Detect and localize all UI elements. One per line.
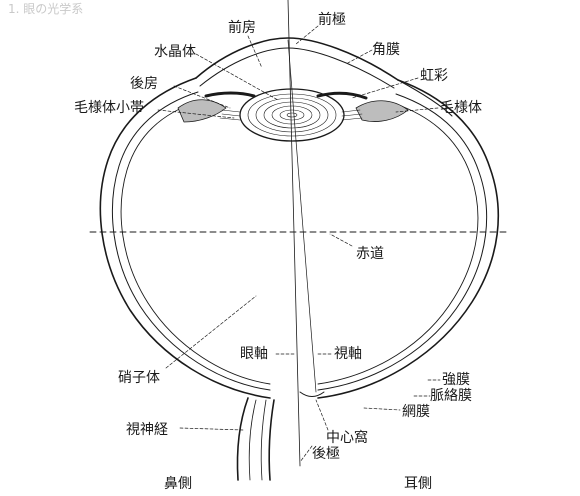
- label-optic-nerve: 視神経: [126, 422, 168, 438]
- label-cornea: 角膜: [372, 42, 400, 58]
- label-anterior-chamber: 前房: [228, 20, 256, 36]
- label-anterior-pole: 前極: [318, 12, 346, 28]
- label-posterior-pole: 後極: [312, 446, 340, 462]
- label-vitreous-body: 硝子体: [118, 370, 160, 386]
- label-zonule: 毛様体小帯: [74, 100, 144, 116]
- fovea: [299, 391, 325, 397]
- iris-right: [316, 91, 368, 100]
- ciliary-left: [177, 99, 227, 123]
- label-ciliary-body: 毛様体: [440, 100, 482, 116]
- iris-left: [204, 91, 256, 98]
- sclera-outer-right: [317, 79, 500, 399]
- label-equator: 赤道: [356, 246, 384, 262]
- label-fovea: 中心窩: [326, 430, 368, 446]
- optic-nerve-right: [268, 399, 275, 481]
- label-nasal-side: 鼻側: [164, 476, 192, 492]
- choroid-left: [111, 91, 271, 391]
- label-visual-axis: 視軸: [334, 346, 362, 362]
- label-iris: 虹彩: [420, 68, 448, 84]
- label-sclera: 強膜: [442, 372, 470, 388]
- cornea-outer: [195, 37, 399, 81]
- sclera-outer: [99, 77, 271, 399]
- optic-nerve-left: [236, 397, 249, 481]
- lens-capsule: [239, 88, 345, 142]
- label-retina: 網膜: [402, 404, 430, 420]
- choroid-right: [317, 93, 488, 391]
- cornea-tail-right: [397, 79, 453, 117]
- retina-left: [120, 100, 271, 385]
- bleed-through-text: 1. 眼の光学系: [8, 2, 84, 16]
- label-lens: 水晶体: [154, 44, 196, 60]
- retina-right: [317, 103, 479, 385]
- ciliary-right: [355, 100, 409, 122]
- cornea-inner: [199, 47, 395, 89]
- visual-axis-line: [287, 39, 317, 393]
- label-optical-axis: 眼軸: [240, 346, 268, 362]
- label-posterior-chamber: 後房: [130, 76, 158, 92]
- label-choroid: 脈絡膜: [430, 388, 472, 404]
- optical-axis-line: [287, 0, 301, 467]
- label-temporal-side: 耳側: [404, 476, 432, 492]
